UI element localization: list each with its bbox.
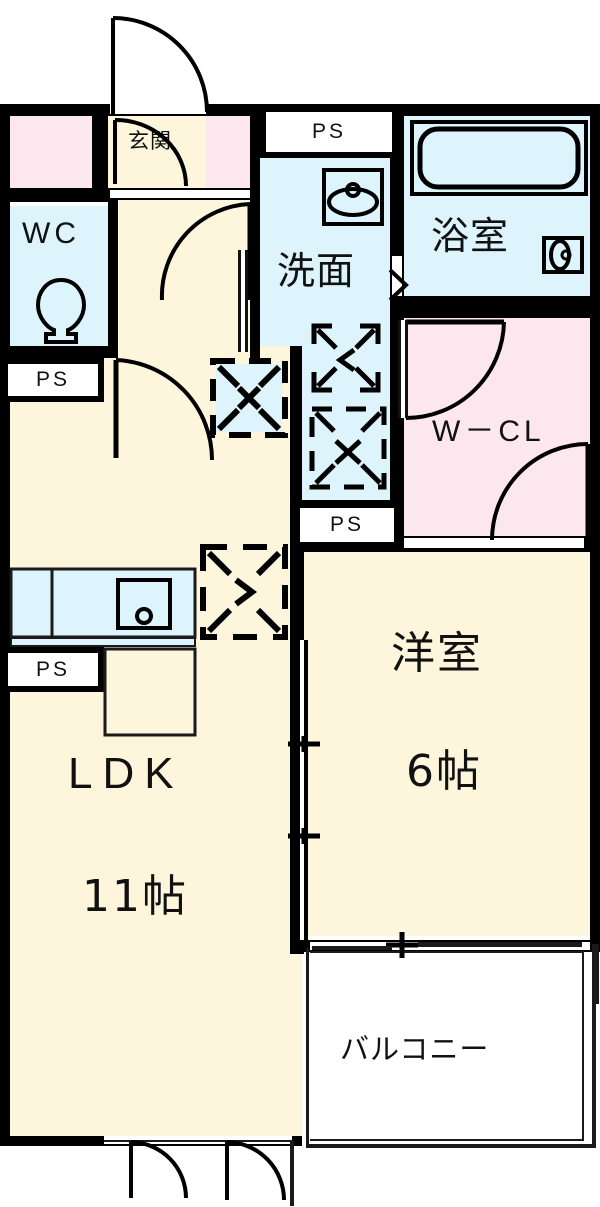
shower-mixer-icon	[542, 236, 584, 274]
ps-left-lower-label: PS	[35, 657, 70, 681]
bathroom	[404, 116, 590, 296]
ldk-bedroom-partition[interactable]	[296, 640, 308, 940]
ps-left-upper-box: PS	[8, 364, 98, 396]
partition-marker-upper	[288, 736, 320, 752]
kitchen-sink-icon	[9, 567, 197, 647]
ldk-terrace-door-left[interactable]	[128, 1140, 198, 1204]
ps-top-box: PS	[266, 112, 392, 152]
wall-bathroom-bottom	[390, 296, 600, 318]
counter-icon	[103, 647, 197, 737]
shoe-cupboard-left	[10, 114, 92, 188]
wall-washroom-left-upper	[250, 116, 260, 366]
ldk-glass-door-leaf	[104, 1140, 292, 1142]
ps-washroom-label: PS	[329, 513, 364, 536]
walk-in-closet-label: W－CL	[432, 415, 545, 448]
entrance-inner-door[interactable]	[112, 117, 192, 190]
wcl-door-upper[interactable]	[404, 318, 510, 422]
ps-top-label: PS	[311, 120, 346, 143]
bathtub-icon	[410, 120, 588, 196]
balcony-inner-right	[582, 951, 584, 1141]
toilet-icon	[32, 277, 90, 344]
washing-machine-space-icon-2	[308, 405, 388, 491]
shoe-cupboard-right	[206, 114, 250, 188]
partition-marker-lower	[288, 828, 320, 844]
hall-door[interactable]	[159, 202, 256, 304]
ldk-terrace-door-right[interactable]	[224, 1140, 300, 1206]
bathroom-label: 浴室	[431, 214, 510, 258]
refrigerator-space-icon	[208, 356, 290, 440]
balcony-inner-top	[310, 951, 584, 953]
ldk-hall-door[interactable]	[112, 358, 218, 466]
entrance-step-opening	[110, 190, 250, 198]
wall-outer-left	[0, 104, 10, 1144]
entrance-door-opening	[110, 104, 206, 114]
wall-entrance-left	[92, 114, 108, 190]
outer-edge-accent	[596, 944, 599, 1004]
balcony-area	[310, 948, 590, 1144]
appliance-space-icon	[198, 542, 290, 642]
ps-left-lower-box: PS	[8, 653, 98, 686]
terrace-door-jamb	[290, 1140, 294, 1206]
wall-wc-right	[108, 200, 118, 352]
balcony-rail-left	[306, 948, 309, 1146]
balcony-rail-bottom	[306, 1144, 594, 1148]
bath-door-opening	[392, 256, 402, 312]
wall-outer-right	[590, 104, 600, 944]
ps-left-upper-label: PS	[35, 368, 70, 391]
wcl-door-upper-leaf	[398, 320, 408, 418]
hall-door-leaf	[238, 250, 248, 352]
balcony-rail-right	[592, 944, 596, 1148]
sink-basin-icon	[322, 168, 384, 226]
hall-upper	[110, 200, 250, 352]
toilet-label: WC	[22, 217, 80, 250]
bath-door[interactable]	[388, 268, 412, 302]
wall-wc-bottom	[0, 346, 118, 358]
wcl-door-lower[interactable]	[490, 442, 592, 544]
wcl-lower-door-opening	[404, 538, 584, 548]
balcony-door-leaf-2	[312, 946, 392, 950]
bedroom-label: 洋室	[391, 628, 483, 679]
entrance-floor	[108, 114, 206, 190]
balcony-label: バルコニー	[340, 1032, 490, 1066]
wall-below-shoebox-left	[0, 188, 110, 202]
bedroom-size-label: 6帖	[406, 746, 482, 797]
ldk-label: LDK	[68, 749, 184, 798]
entrance-door[interactable]	[110, 14, 210, 116]
toilet-room	[10, 206, 108, 346]
ldk-room	[10, 352, 302, 1136]
ldk-size-label: 11帖	[82, 871, 188, 922]
washing-machine-space-icon	[310, 322, 382, 394]
washroom-label: 洗面	[277, 249, 356, 293]
wall-washroom-left-lower	[290, 346, 302, 536]
ps-washroom-box: PS	[300, 508, 394, 542]
balcony-inner-bottom	[310, 1139, 584, 1141]
balcony-door-leaf	[418, 942, 582, 947]
balcony-door-marker	[386, 932, 418, 958]
bedroom-room	[302, 552, 590, 936]
